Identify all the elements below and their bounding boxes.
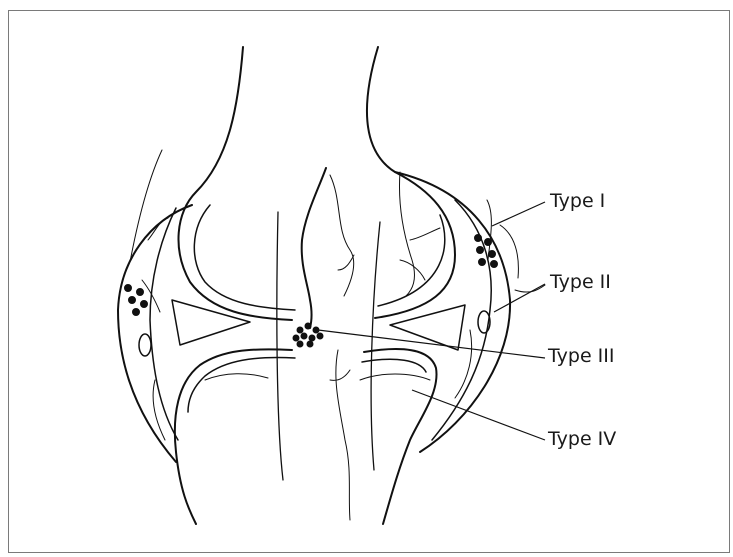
meniscus-left bbox=[172, 300, 250, 345]
leader-type-4 bbox=[412, 390, 545, 440]
type-2-corpuscle-left bbox=[139, 334, 151, 356]
label-type-4: Type IV bbox=[548, 430, 616, 449]
central-line-1 bbox=[277, 212, 283, 480]
leader-type-3 bbox=[318, 330, 545, 358]
central-line-2 bbox=[371, 222, 380, 470]
tibia-cartilage-left bbox=[188, 358, 295, 412]
type-1-receptor-cluster-left bbox=[125, 285, 148, 316]
tibia-outline-left bbox=[175, 349, 292, 524]
leader-lines bbox=[318, 202, 545, 440]
type-3-receptor-terminal bbox=[293, 323, 323, 347]
capsule-right-inner bbox=[432, 200, 491, 440]
femur-cartilage-right bbox=[378, 215, 445, 306]
femur-outline bbox=[179, 47, 292, 320]
leader-type-1 bbox=[492, 202, 545, 226]
capsule-left-outer bbox=[118, 205, 192, 462]
leader-type-2 bbox=[494, 284, 545, 312]
femur-outline-right bbox=[367, 47, 455, 318]
label-type-1: Type I bbox=[550, 192, 605, 211]
capsule-right-outer bbox=[395, 172, 510, 452]
label-type-2: Type II bbox=[550, 273, 611, 292]
label-type-3: Type III bbox=[548, 347, 615, 366]
femur-cartilage-left bbox=[194, 205, 295, 310]
central-nerve-trunk bbox=[302, 168, 326, 328]
